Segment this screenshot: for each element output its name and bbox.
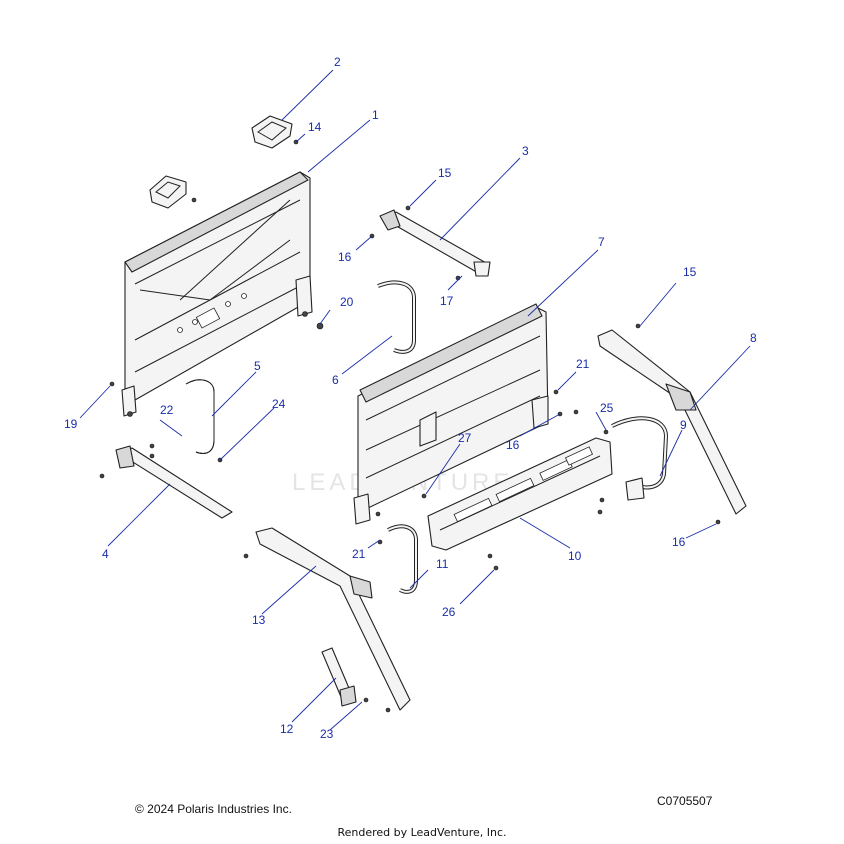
callout-6: 6 xyxy=(332,373,339,387)
part-grab-handle-left xyxy=(149,175,187,209)
part-bracket-lower xyxy=(387,524,418,594)
part-strap xyxy=(321,647,357,707)
callout-24: 24 xyxy=(272,397,286,411)
callout-5: 5 xyxy=(254,359,261,373)
callout-27: 27 xyxy=(458,431,472,445)
leader-lines xyxy=(79,69,751,731)
callout-23: 23 xyxy=(320,727,334,741)
part-lower-tube xyxy=(115,445,233,519)
part-grab-handle-top xyxy=(251,115,293,149)
callout-21-b: 21 xyxy=(352,547,366,561)
callout-16-c: 16 xyxy=(672,535,686,549)
part-rear-panel xyxy=(427,437,613,551)
copyright-text: © 2024 Polaris Industries Inc. xyxy=(135,802,292,816)
callout-12: 12 xyxy=(280,722,294,736)
callout-26: 26 xyxy=(442,605,456,619)
part-bracket-right xyxy=(611,416,669,501)
callout-2: 2 xyxy=(334,55,341,69)
callout-20: 20 xyxy=(340,295,354,309)
callout-16-b: 16 xyxy=(506,438,520,452)
callout-3: 3 xyxy=(522,144,529,158)
callout-25: 25 xyxy=(600,401,614,415)
diagram-code: C0705507 xyxy=(657,794,713,808)
callout-22: 22 xyxy=(160,403,174,417)
callout-19: 19 xyxy=(64,417,78,431)
callout-10: 10 xyxy=(568,549,582,563)
callout-14: 14 xyxy=(308,120,322,134)
rendered-by-text: Rendered by LeadVenture, Inc. xyxy=(337,826,507,839)
part-bracket-left xyxy=(185,379,215,454)
callout-1: 1 xyxy=(372,108,379,122)
part-rear-frame xyxy=(353,303,549,525)
part-front-frame xyxy=(121,171,313,417)
part-bracket-middle xyxy=(377,280,416,354)
callouts: 2 1 14 3 15 16 17 7 15 8 20 6 19 5 22 24… xyxy=(64,55,757,741)
callout-8: 8 xyxy=(750,331,757,345)
callout-16-a: 16 xyxy=(338,250,352,264)
part-side-rail-right xyxy=(597,329,747,515)
callout-15: 15 xyxy=(438,166,452,180)
callout-13: 13 xyxy=(252,613,266,627)
callout-17: 17 xyxy=(440,294,454,308)
callout-11: 11 xyxy=(436,557,449,571)
callout-21-a: 21 xyxy=(576,357,590,371)
part-cross-tube xyxy=(379,209,491,277)
callout-9: 9 xyxy=(680,418,687,432)
callout-15-b: 15 xyxy=(683,265,697,279)
callout-7: 7 xyxy=(598,235,605,249)
part-side-rail-left xyxy=(255,527,411,711)
callout-4: 4 xyxy=(102,547,109,561)
